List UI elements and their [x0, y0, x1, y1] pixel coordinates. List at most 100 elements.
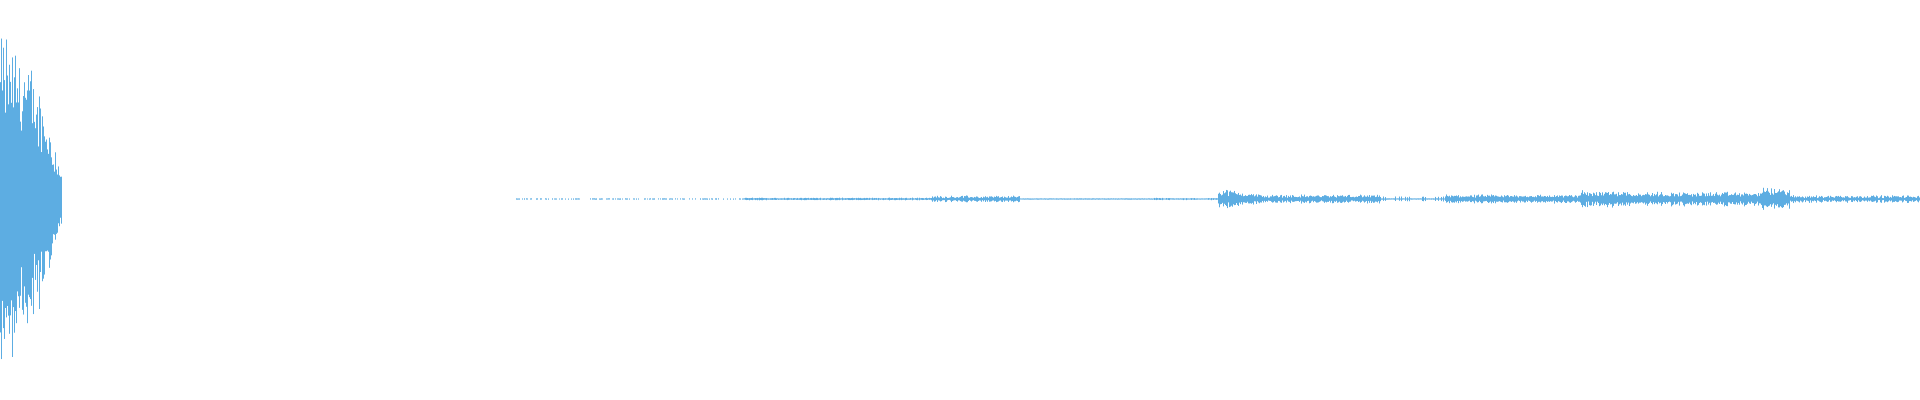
- waveform-sample: [1206, 198, 1207, 200]
- waveform-sample: [1844, 197, 1845, 201]
- waveform-sample: [910, 197, 911, 200]
- waveform-sample: [895, 198, 896, 201]
- waveform-sample: [1796, 197, 1797, 201]
- waveform-sample: [1136, 198, 1137, 200]
- waveform-sample: [1049, 198, 1050, 200]
- waveform-sample: [1660, 194, 1661, 203]
- waveform-sample: [1884, 195, 1885, 203]
- waveform-sample: [1274, 196, 1275, 202]
- waveform-sample: [1410, 198, 1411, 200]
- waveform-sample: [757, 197, 758, 201]
- waveform-sample: [1550, 196, 1551, 202]
- waveform-sample: [1080, 198, 1081, 200]
- waveform-sample: [1243, 196, 1244, 203]
- waveform-sample: [1259, 194, 1260, 204]
- waveform-sample: [799, 198, 800, 200]
- waveform-sample: [1162, 197, 1163, 201]
- waveform-sample: [620, 198, 621, 200]
- waveform-sample: [1025, 198, 1026, 200]
- waveform-sample: [797, 197, 798, 200]
- waveform-sample: [1214, 198, 1215, 200]
- waveform-sample: [789, 198, 790, 200]
- waveform-sample: [805, 197, 806, 201]
- waveform-sample: [1694, 194, 1695, 203]
- waveform-sample: [1684, 193, 1685, 207]
- waveform-sample: [1083, 198, 1084, 200]
- waveform-sample: [8, 104, 9, 316]
- waveform-sample: [1701, 195, 1702, 203]
- waveform-sample: [1351, 197, 1352, 201]
- waveform-sample: [1180, 198, 1181, 200]
- waveform-sample: [1544, 195, 1545, 202]
- waveform-sample: [727, 198, 728, 200]
- waveform-sample: [1024, 198, 1025, 200]
- waveform-sample: [1098, 198, 1099, 200]
- waveform-sample: [1335, 196, 1336, 202]
- waveform-sample: [704, 198, 705, 200]
- waveform-sample: [1012, 197, 1013, 201]
- waveform-sample: [1268, 197, 1269, 201]
- waveform-sample: [1478, 194, 1479, 203]
- waveform-sample: [825, 198, 826, 200]
- waveform-sample: [956, 197, 957, 201]
- waveform-sample: [61, 176, 62, 224]
- waveform-sample: [654, 198, 655, 200]
- waveform-sample: [1762, 192, 1763, 209]
- waveform-sample: [1406, 198, 1407, 200]
- waveform-sample: [617, 198, 618, 200]
- waveform-sample: [778, 198, 779, 200]
- waveform-sample: [1560, 196, 1561, 203]
- waveform-sample: [1705, 196, 1706, 202]
- waveform-sample: [1326, 195, 1327, 203]
- waveform-sample: [1615, 194, 1616, 204]
- waveform-sample: [568, 198, 569, 200]
- waveform-sample: [868, 198, 869, 200]
- waveform-sample: [1434, 198, 1435, 200]
- waveform-sample: [1217, 198, 1218, 200]
- waveform-sample: [1454, 195, 1455, 203]
- waveform-sample: [823, 198, 824, 200]
- waveform-sample: [1691, 194, 1692, 206]
- waveform-sample: [1011, 196, 1012, 202]
- waveform-sample: [1626, 195, 1627, 203]
- waveform-sample: [671, 198, 672, 200]
- waveform-sample: [804, 197, 805, 201]
- waveform-sample: [1340, 195, 1341, 203]
- waveform-sample: [1200, 198, 1201, 200]
- waveform-sample: [1465, 196, 1466, 202]
- waveform-sample: [1241, 195, 1242, 203]
- waveform-sample: [819, 198, 820, 200]
- waveform-sample: [1314, 196, 1315, 201]
- waveform-sample: [712, 198, 713, 200]
- waveform-sample: [1065, 198, 1066, 200]
- waveform-sample: [1707, 196, 1708, 202]
- waveform-sample: [947, 197, 948, 201]
- waveform-sample: [835, 197, 836, 201]
- waveform-sample: [28, 75, 29, 295]
- waveform-sample: [1281, 194, 1282, 203]
- waveform-sample: [15, 55, 16, 312]
- waveform-sample: [1301, 194, 1302, 204]
- waveform-sample: [1369, 195, 1370, 203]
- waveform-sample: [1800, 197, 1801, 201]
- waveform-sample: [831, 197, 832, 201]
- waveform-sample: [647, 198, 648, 200]
- waveform-sample: [846, 198, 847, 200]
- waveform-sample: [57, 174, 58, 233]
- waveform-sample: [842, 197, 843, 201]
- waveform-sample: [1117, 198, 1118, 200]
- waveform-sample: [1038, 198, 1039, 200]
- waveform-sample: [1516, 195, 1517, 203]
- waveform-sample: [1205, 198, 1206, 200]
- waveform-sample: [590, 198, 591, 200]
- waveform-sample: [1819, 196, 1820, 202]
- waveform-sample: [10, 81, 11, 316]
- waveform-sample: [1888, 196, 1889, 202]
- waveform-sample: [1147, 198, 1148, 200]
- waveform-sample: [1036, 198, 1037, 200]
- waveform-sample: [845, 198, 846, 200]
- waveform-sample: [798, 198, 799, 200]
- waveform-sample: [1393, 198, 1394, 200]
